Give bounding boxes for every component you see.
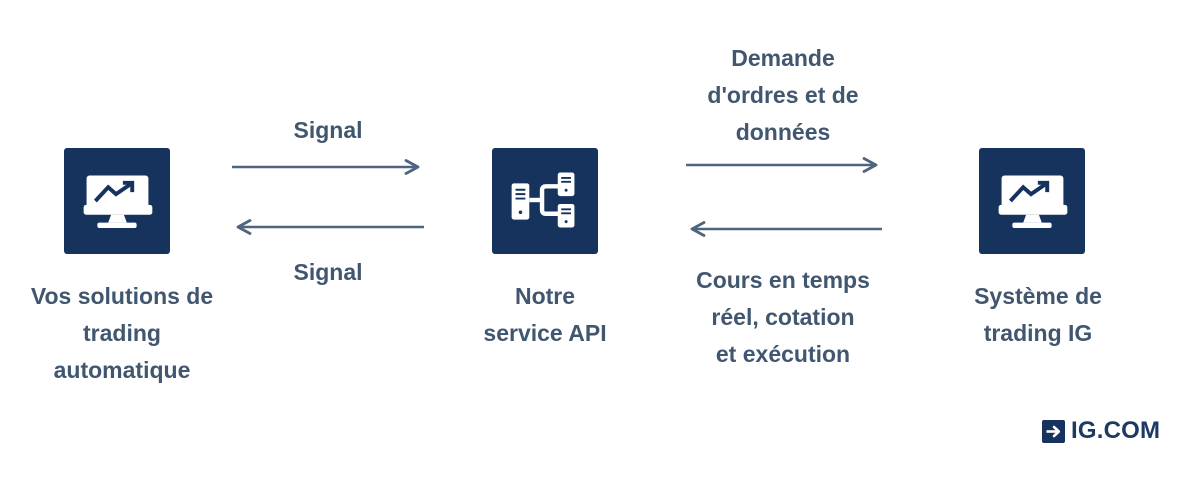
flow-signal-to-client-label: Signal [293, 259, 363, 285]
node-api [492, 148, 598, 254]
monitor-chart-icon [83, 175, 153, 228]
monitor-chart-icon [998, 175, 1068, 228]
flow-arrow-prices-to-api-left-icon [690, 221, 882, 237]
node-client [64, 148, 170, 254]
node-ig [979, 148, 1085, 254]
node-client-label: Vos solutions de trading automatique [30, 283, 214, 383]
arrow-right-square-icon [1042, 419, 1065, 443]
flow-prices-to-api-label: Cours en temps réel, cotation et exécuti… [696, 267, 870, 367]
flow-signal-to-api-label: Signal [293, 117, 363, 143]
flow-orders-to-ig-label: Demande d'ordres et de données [707, 45, 859, 145]
node-api-label: Notre service API [483, 283, 607, 346]
ig-logo: IG.COM [1042, 417, 1160, 445]
flow-arrow-orders-to-ig-right-icon [686, 157, 878, 173]
ig-logo-text: IG.COM [1071, 417, 1161, 444]
node-ig-label: Système de trading IG [974, 283, 1102, 346]
flow-arrow-signal-to-api-right-icon [232, 159, 420, 175]
flow-arrow-signal-to-client-left-icon [236, 219, 424, 235]
server-network-icon [511, 172, 575, 228]
